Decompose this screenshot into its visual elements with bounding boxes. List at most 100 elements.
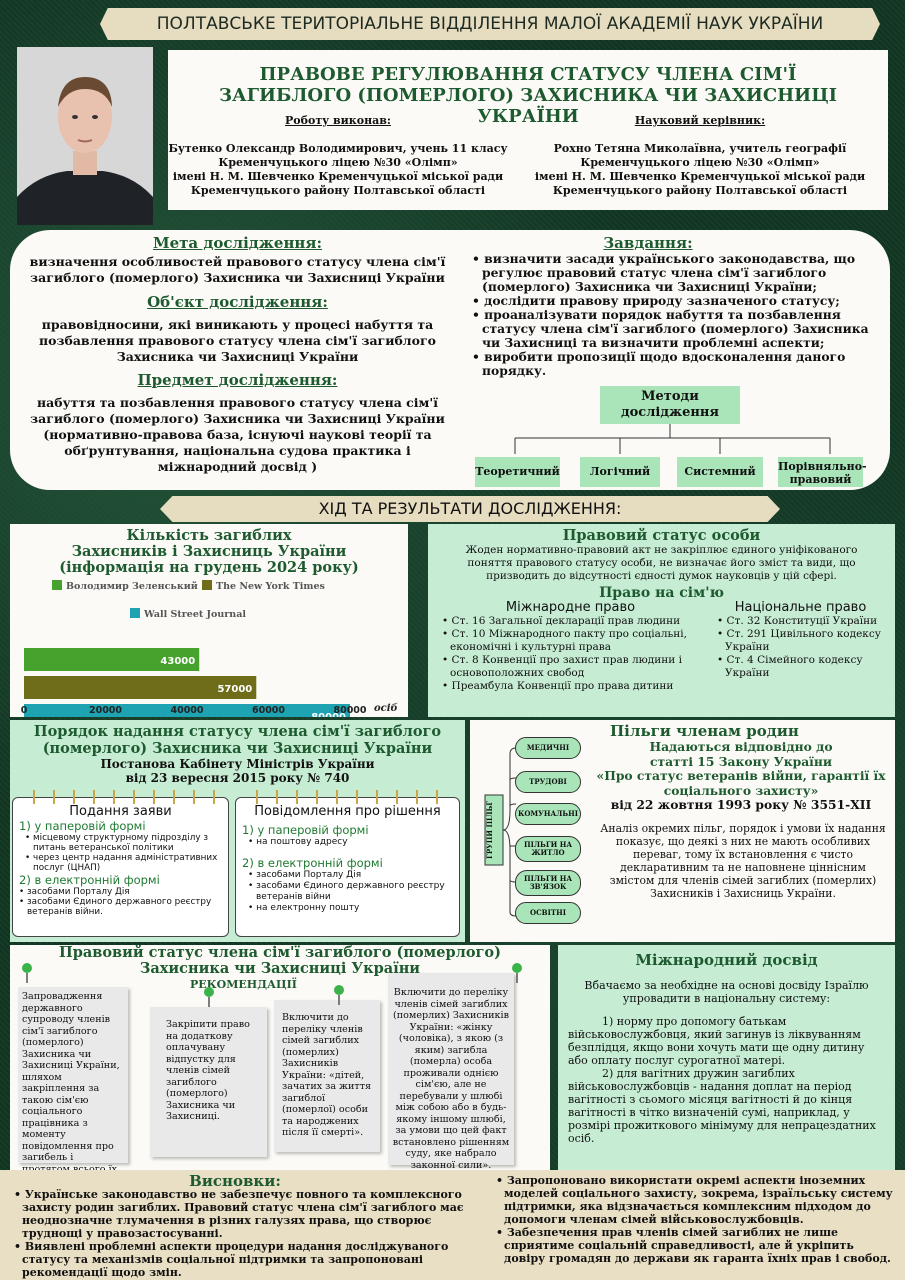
national-law-item: • Ст. 291 Цивільного кодексу України: [717, 628, 881, 653]
legal-title: Правовий статус особи: [562, 527, 761, 544]
author-line: Кременчуцького ліцею №30 «Олімп»: [218, 156, 458, 169]
recommendations-label: РЕКОМЕНДАЦІЇ: [190, 978, 297, 991]
status-title: Правовий статус члена сім'ї загиблого (п…: [10, 945, 550, 977]
intl-title: Міжнародний досвід: [635, 951, 818, 969]
tick-label: 20000: [89, 705, 122, 716]
status-title-line: Захисника чи Захисниці України: [139, 960, 421, 977]
tasks-section: Завдання: • визначити засади українськог…: [468, 234, 888, 378]
decree-line: від 23 вересня 2015 року № 740: [125, 771, 350, 785]
benefit-housing: ПІЛЬГИ НА ЖИТЛО: [515, 836, 581, 862]
benefits-analysis: Аналіз окремих пільг, порядок і умови їх…: [600, 822, 886, 900]
conclusion-item: • Запропоновано використати окремі аспек…: [496, 1174, 893, 1226]
conclusions-panel: Висновки: • Українське законодавство не …: [0, 1170, 905, 1280]
task-item: • дослідити правову природу зазначеного …: [472, 293, 840, 308]
tasks-title: Завдання:: [603, 234, 693, 252]
author-line: імені Н. М. Шевченко Кременчуцької міськ…: [172, 170, 504, 183]
intl-point-1: 1) норму про допомогу батькам військовос…: [568, 1015, 865, 1067]
application-paper-item: • місцевому структурному підрозділу з пи…: [25, 833, 209, 853]
application-paper-item: • через центр надання адміністративних п…: [25, 853, 218, 873]
order-title-line: (померлого) Захисника чи Захисниці Украї…: [42, 740, 433, 757]
pushpin-icon: [22, 963, 32, 983]
intl-law-item: • Ст. 10 Міжнародного пакту про соціальн…: [442, 628, 687, 653]
decree-line: Постанова Кабінету Міністрів України: [100, 757, 375, 771]
task-item: • проаналізувати порядок набуття та позб…: [472, 307, 869, 350]
legend-swatch: [52, 580, 62, 590]
supervisor-column: Науковий керівник: Рохно Тетяна Миколаїв…: [530, 114, 870, 198]
object-text: правовідносини, які виникають у процесі …: [39, 317, 436, 364]
order-title-line: Порядок надання статусу члена сім'ї заги…: [33, 723, 442, 740]
binder-rings: [21, 790, 220, 804]
recommendation-note: Закріпити право на додаткову оплачувану …: [150, 1007, 267, 1157]
binder-rings: [244, 790, 451, 804]
application-paper: 1) у паперовій формі: [19, 819, 146, 833]
intl-law-title: Міжнародне право: [505, 600, 636, 615]
author-column: Роботу виконав: Бутенко Олександр Володи…: [168, 114, 508, 198]
national-law-column: Національне право • Ст. 32 Конституції У…: [713, 600, 888, 680]
national-law-title: Національне право: [734, 600, 867, 615]
benefit-education: ОСВІТНІ: [515, 902, 581, 924]
application-title: Подання заяви: [69, 804, 172, 819]
subject-text: набуття та позбавлення правового статусу…: [30, 395, 445, 474]
notice-elec-item: • на електронну пошту: [248, 903, 360, 913]
methods-title: Методи дослідження: [600, 386, 740, 424]
conclusion-item: • Виявлені проблемні аспекти процедури н…: [14, 1240, 449, 1279]
main-title: ПРАВОВЕ РЕГУЛЮВАННЯ СТАТУСУ ЧЛЕНА СІМ'Ї …: [178, 64, 878, 127]
title-line-1: ПРАВОВЕ РЕГУЛЮВАННЯ СТАТУСУ ЧЛЕНА СІМ'Ї: [259, 64, 797, 85]
chart-title-line: (інформація на грудень 2024 року): [59, 559, 359, 576]
status-panel: Правовий статус члена сім'ї загиблого (п…: [10, 945, 550, 1186]
chart-title: Кількість загиблих Захисників і Захисниц…: [10, 528, 408, 576]
top-banner: ПОЛТАВСЬКЕ ТЕРИТОРІАЛЬНЕ ВІДДІЛЕННЯ МАЛО…: [100, 8, 880, 40]
author-label: Роботу виконав:: [285, 114, 391, 127]
object-title: Об'єкт дослідження:: [147, 293, 328, 311]
method-systemic: Системний: [677, 457, 763, 487]
intl-law-item: • Ст. 8 Конвенції про захист прав людини…: [442, 654, 682, 679]
benefit-groups-label: ГРУПИ ПІЛЬГ: [485, 800, 494, 860]
conclusions-left: • Українське законодавство не забезпечує…: [10, 1188, 480, 1279]
notice-title: Повідомлення про рішення: [254, 804, 441, 819]
intl-point-2: 2) для вагітних дружин загиблих військов…: [568, 1067, 876, 1145]
intl-law-item: • Ст. 16 Загальної декларації прав людин…: [442, 615, 681, 627]
international-panel: Міжнародний досвід Вбачаємо за необхідне…: [558, 945, 895, 1170]
conclusions-title: Висновки:: [189, 1172, 281, 1190]
chart-title-line: Кількість загиблих: [126, 527, 292, 544]
supervisor-label: Науковий керівник:: [634, 114, 766, 127]
order-panel: Порядок надання статусу члена сім'ї заги…: [10, 720, 465, 942]
notice-paper: 1) у паперовій формі: [242, 823, 369, 837]
methods-connector: [514, 424, 831, 454]
task-item: • виробити пропозиції щодо вдосконалення…: [472, 349, 846, 378]
law-line: Надаються відповідно до: [649, 739, 833, 754]
tick-label: 40000: [170, 705, 203, 716]
pushpin-icon: [512, 963, 522, 983]
notice-paper-item: • на поштову адресу: [248, 837, 348, 847]
benefit-communication: ПІЛЬГИ НА ЗВ'ЯЗОК: [515, 870, 581, 896]
benefits-law: Надаються відповідно до статті 15 Закону…: [596, 739, 886, 813]
legend-label: Володимир Зеленський: [66, 581, 198, 592]
author-line: Бутенко Олександр Володимирович, учень 1…: [168, 142, 508, 155]
data-label: 80000: [311, 712, 346, 717]
pushpin-icon: [334, 985, 344, 1005]
notice-elec-item: • засобами Єдиного державного реєстру ве…: [248, 881, 445, 902]
benefits-connector: [484, 747, 517, 917]
author-photo: [17, 47, 153, 225]
aim-title: Мета дослідження:: [152, 234, 323, 252]
benefits-title: Пільги членам родин: [610, 722, 799, 740]
header-box: ПРАВОВЕ РЕГУЛЮВАННЯ СТАТУСУ ЧЛЕНА СІМ'Ї …: [168, 50, 888, 210]
goals-box: Мета дослідження: визначення особливосте…: [10, 230, 890, 490]
aim-text: визначення особливостей правового статус…: [29, 254, 446, 285]
conclusion-item: • Забезпечення прав членів сімей загибли…: [496, 1226, 891, 1265]
legend-swatch: [130, 608, 140, 618]
status-title-line: Правовий статус члена сім'ї загиблого (п…: [59, 944, 501, 961]
recommendation-note: Включити до переліку членів сімей загибл…: [388, 973, 514, 1171]
legal-intro: Жоден нормативно-правовий акт не закріпл…: [465, 544, 858, 582]
bar: [24, 704, 350, 717]
supervisor-line: Кременчуцького ліцею №30 «Олімп»: [580, 156, 820, 169]
application-elec-item: • засобами Порталу Дія: [19, 887, 130, 897]
benefit-labor: ТРУДОВІ: [515, 771, 581, 793]
title-line-2: ЗАГИБЛОГО (ПОМЕРЛОГО) ЗАХИСНИКА ЧИ ЗАХИС…: [218, 85, 838, 127]
intl-intro: Вбачаємо за необхідне на основі досвіду …: [584, 979, 869, 1005]
benefit-medical: МЕДИЧНІ: [515, 737, 581, 759]
chart-panel: Кількість загиблих Захисників і Захисниц…: [10, 524, 408, 717]
national-law-item: • Ст. 32 Конституції України: [717, 615, 878, 627]
aim-section: Мета дослідження: визначення особливосте…: [20, 234, 455, 475]
